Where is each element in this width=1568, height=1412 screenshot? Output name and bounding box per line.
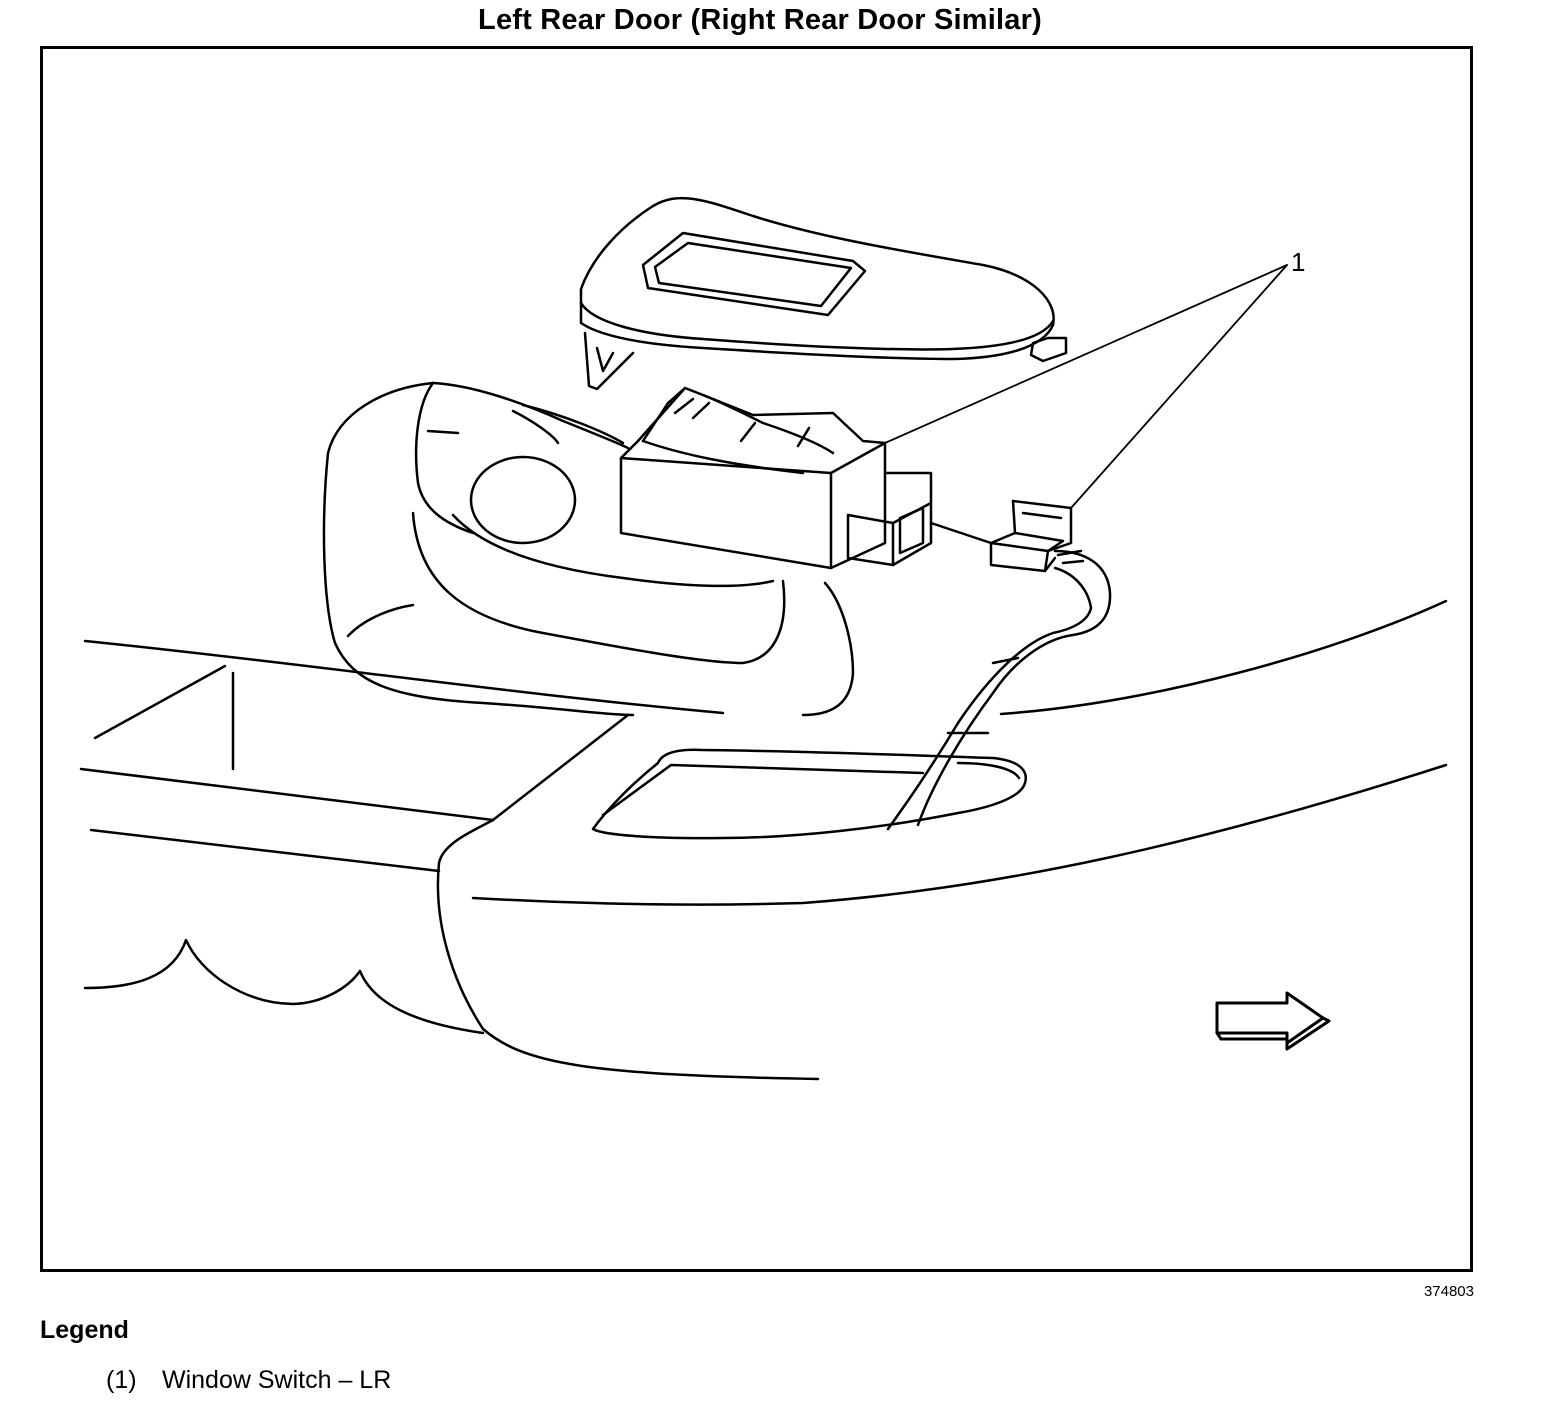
legend-item-number: (1): [106, 1366, 137, 1394]
wiring-connector: [886, 499, 1112, 831]
door-panel: [79, 599, 1448, 1081]
direction-arrow-icon: [1215, 991, 1331, 1051]
switch-bezel: [579, 196, 1068, 391]
door-armrest: [322, 381, 855, 717]
diagram-title: Left Rear Door (Right Rear Door Similar): [478, 4, 1042, 36]
legend-item-text: Window Switch – LR: [162, 1366, 392, 1394]
legend-item: (1) Window Switch – LR: [106, 1366, 391, 1395]
illustration-frame: 1: [40, 46, 1473, 1272]
legend-title: Legend: [40, 1316, 129, 1344]
window-switch: [619, 386, 933, 570]
callout-label: 1: [1291, 247, 1305, 277]
callout-leaders: [884, 264, 1288, 509]
door-illustration: 1: [79, 196, 1448, 1081]
figure-id: 374803: [1423, 1283, 1474, 1300]
